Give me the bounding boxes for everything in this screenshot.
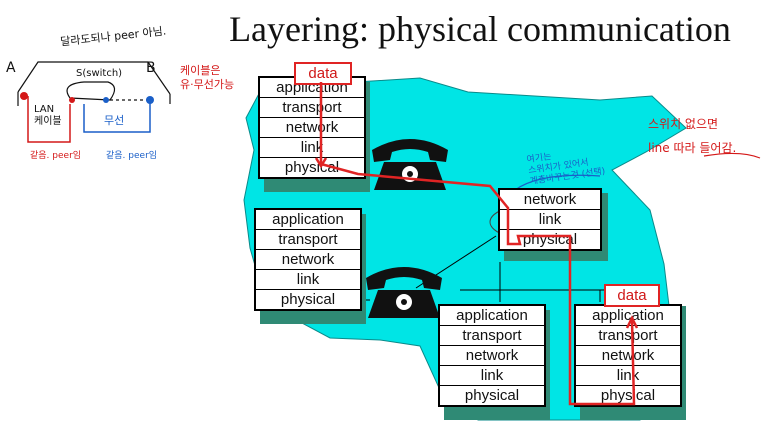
layer-transport: transport: [440, 326, 544, 346]
layer-network: network: [500, 190, 600, 210]
label-wireless: 무선: [104, 114, 125, 127]
layer-physical: physical: [464, 387, 520, 404]
label-host-b: B: [146, 60, 156, 76]
layer-link: link: [260, 138, 364, 158]
layer-link: link: [440, 366, 544, 386]
layer-physical: physical: [284, 159, 340, 176]
layer-network: network: [576, 346, 680, 366]
protocol-stack-bottom-mid: application transport network link physi…: [438, 304, 546, 407]
label-host-a: A: [6, 60, 16, 76]
note-same-peer-left: 같음. peer임: [30, 151, 82, 161]
wireless-sketch: [83, 100, 151, 133]
layer-link: link: [500, 210, 600, 230]
layer-application: application: [440, 306, 544, 326]
data-packet-destination: data: [604, 284, 660, 307]
layer-physical: physical: [280, 291, 336, 308]
note-same-peer-right: 같음. peer임: [106, 151, 158, 161]
label-lan-cable: LAN 케이블: [34, 104, 62, 127]
telephone-icon-bottom: [366, 267, 442, 318]
slide-title: Layering: physical communication: [229, 9, 731, 49]
note-cable-type: 케이블은 유·무선가능: [180, 64, 235, 91]
layer-transport: transport: [260, 98, 364, 118]
signal-arrow-head-down: [314, 157, 328, 169]
layer-network: network: [440, 346, 544, 366]
layer-transport: transport: [576, 326, 680, 346]
node-dot-a: [20, 92, 28, 100]
data-packet-source: data: [294, 62, 352, 85]
protocol-stack-bottom-right: application transport network link physi…: [574, 304, 682, 407]
sketch-network: [17, 61, 171, 106]
layer-physical: physical: [600, 387, 656, 404]
blue-arrow-note: [514, 174, 601, 191]
layer-link: link: [256, 270, 360, 290]
protocol-stack-mid-left: application transport network link physi…: [254, 208, 362, 311]
node-dot-b: [146, 96, 154, 104]
layer-network: network: [260, 118, 364, 138]
red-underline-note: [703, 152, 761, 159]
node-dot-s-left: [69, 97, 75, 103]
lan-cable-sketch: [27, 96, 71, 143]
layer-application: application: [256, 210, 360, 230]
layer-transport: transport: [256, 230, 360, 250]
layer-network: network: [256, 250, 360, 270]
signal-path: [319, 82, 636, 406]
label-switch: S(switch): [76, 68, 123, 79]
node-dot-s-right: [103, 97, 109, 103]
note-no-switch: 스위치 없으면 line 따라 들어감.: [648, 117, 737, 155]
signal-arrow-head-up: [625, 315, 639, 329]
